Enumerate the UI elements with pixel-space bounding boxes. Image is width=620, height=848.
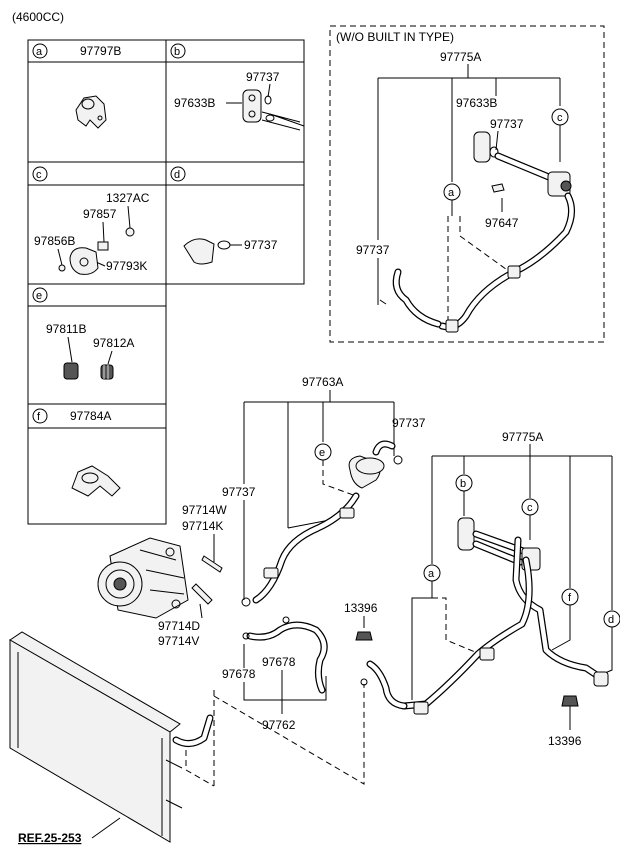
bracket-assembly-icon — [58, 227, 135, 275]
part-97737-b: 97737 — [246, 70, 280, 84]
part-13396-right: 13396 — [548, 734, 582, 748]
main-part-97775A: 97775A — [502, 430, 543, 444]
inset-part-97647: 97647 — [485, 216, 519, 230]
table-cell-a: a 97797B — [32, 43, 121, 129]
table-cell-c: c 1327AC 97857 97856B 97793K — [32, 166, 150, 275]
part-97856B: 97856B — [34, 234, 75, 248]
main-callout-c: c — [527, 502, 533, 514]
main-callout-a: a — [428, 568, 435, 580]
inset-part-97737: 97737 — [490, 117, 524, 131]
inset-callout-c: c — [557, 112, 563, 124]
part-97737-mid: 97737 — [222, 485, 256, 499]
table-cell-b: b 97737 97633B — [170, 43, 305, 131]
part-97797B: 97797B — [80, 44, 121, 58]
main-callout-d: d — [608, 614, 614, 626]
part-97633B-b: 97633B — [174, 96, 215, 110]
part-97714D: 97714D — [158, 619, 200, 633]
inset-title: (W/O BUILT IN TYPE) — [336, 30, 454, 44]
svg-text:f: f — [37, 411, 41, 423]
main-part-97763A: 97763A — [302, 375, 343, 389]
inset-wo-built-in-type: (W/O BUILT IN TYPE) 97775A 97633B 97737 … — [329, 25, 605, 343]
svg-text:d: d — [174, 169, 180, 181]
part-97784A: 97784A — [70, 409, 111, 423]
svg-text:e: e — [36, 290, 42, 302]
part-97678-b: 97678 — [222, 667, 256, 681]
suction-line-assembly-icon — [360, 517, 609, 715]
service-cap-icons — [63, 362, 114, 380]
ref-label: REF.25-253 — [18, 831, 82, 845]
callout-letter-a: a — [36, 46, 43, 58]
part-97762: 97762 — [262, 718, 296, 732]
pipe-fitting-icon — [183, 238, 231, 265]
clamp-part-icon — [75, 95, 107, 129]
main-callout-e: e — [319, 447, 325, 459]
part-1327AC: 1327AC — [106, 191, 150, 205]
part-97811B: 97811B — [46, 322, 86, 336]
liquid-line-icon — [242, 616, 328, 694]
inset-part-97737-left: 97737 — [356, 243, 390, 257]
discharge-hose-icon — [241, 492, 360, 607]
condenser-icon — [9, 631, 214, 843]
main-callout-f: f — [568, 592, 572, 604]
part-97793K: 97793K — [106, 259, 147, 273]
part-97714W: 97714W — [182, 503, 227, 517]
receiver-drier-icon — [348, 440, 403, 489]
inset-part-97633B: 97633B — [456, 96, 497, 110]
main-assembly: 97763A 97737 e 97737 — [9, 375, 620, 845]
inset-part-97775A: 97775A — [440, 50, 481, 64]
inset-evaporator-line-icon — [379, 131, 575, 333]
parts-table: a 97797B b 97737 97633B — [27, 39, 305, 525]
part-97714V: 97714V — [158, 634, 199, 648]
part-97857: 97857 — [83, 207, 117, 221]
svg-text:c: c — [36, 169, 42, 181]
part-97714K: 97714K — [182, 519, 223, 533]
inset-callout-a: a — [448, 187, 455, 199]
part-97737-upper: 97737 — [392, 416, 426, 430]
expansion-valve-icon — [242, 89, 305, 131]
svg-text:b: b — [174, 46, 180, 58]
table-cell-f: f 97784A — [32, 408, 121, 497]
compressor-icon — [97, 537, 189, 619]
engine-label: (4600CC) — [12, 10, 64, 24]
part-13396-left: 13396 — [344, 601, 378, 615]
table-cell-e: e 97811B 97812A — [32, 287, 134, 380]
part-97737-d: 97737 — [244, 238, 278, 252]
part-97678-a: 97678 — [262, 655, 296, 669]
pipe-clip-icon — [71, 465, 121, 497]
table-cell-d: d 97737 — [170, 166, 278, 265]
part-97812A: 97812A — [93, 336, 134, 350]
main-callout-b: b — [460, 478, 466, 490]
